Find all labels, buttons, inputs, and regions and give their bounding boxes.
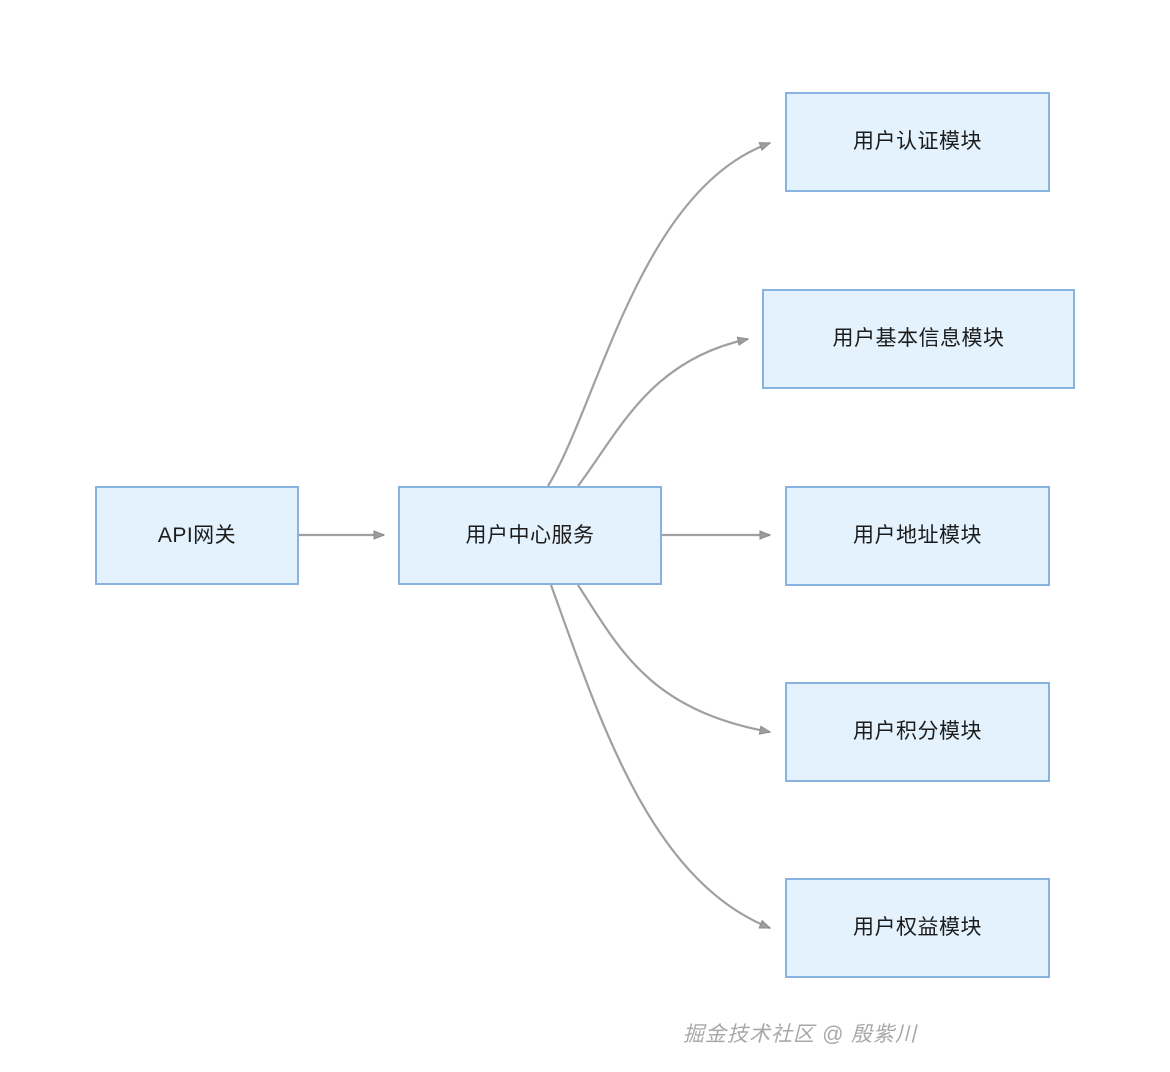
node-user-benefits-module[interactable]: 用户权益模块: [785, 878, 1050, 978]
node-user-center-service[interactable]: 用户中心服务: [398, 486, 662, 585]
node-label-user-benefits-module: 用户权益模块: [853, 916, 982, 940]
node-label-user-basic-info-module: 用户基本信息模块: [832, 327, 1005, 351]
node-label-user-center-service: 用户中心服务: [465, 523, 595, 547]
node-user-auth-module[interactable]: 用户认证模块: [785, 92, 1050, 192]
node-user-address-module[interactable]: 用户地址模块: [785, 486, 1050, 586]
node-api-gateway[interactable]: API网关: [95, 486, 299, 585]
node-label-user-address-module: 用户地址模块: [853, 524, 982, 548]
edge-service-to-benefits: [549, 584, 770, 930]
node-user-basic-info-module[interactable]: 用户基本信息模块: [762, 289, 1075, 389]
node-user-points-module[interactable]: 用户积分模块: [785, 682, 1050, 782]
node-label-api-gateway: API网关: [157, 523, 237, 547]
watermark-text: 掘金技术社区 @ 殷紫川: [683, 1023, 917, 1046]
edge-service-to-points: [577, 584, 770, 732]
edge-service-to-basic-info: [577, 339, 748, 487]
node-label-user-points-module: 用户积分模块: [853, 720, 982, 744]
edge-service-to-auth: [547, 141, 770, 487]
node-label-user-auth-module: 用户认证模块: [853, 130, 982, 154]
